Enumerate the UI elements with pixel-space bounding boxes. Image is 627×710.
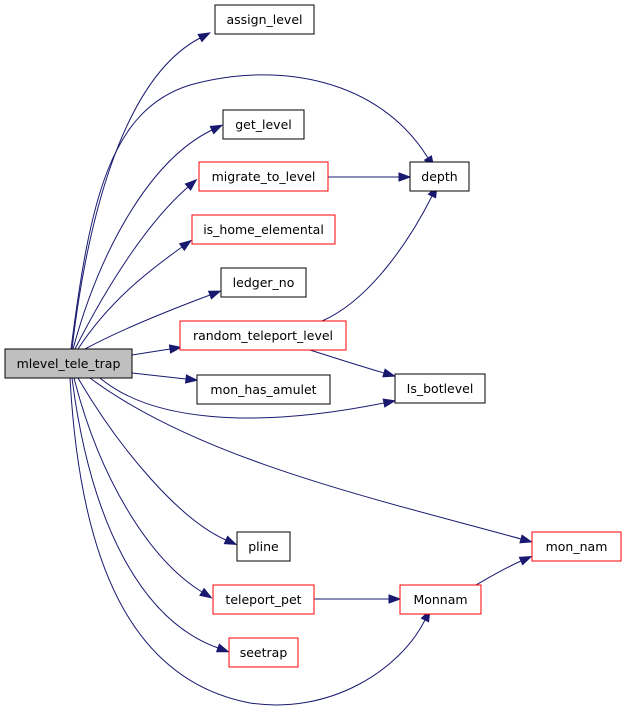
arrowhead-icon bbox=[184, 374, 199, 384]
edge-line bbox=[71, 37, 201, 350]
node-label: teleport_pet bbox=[225, 592, 301, 607]
node-box bbox=[4, 348, 133, 379]
edge-random_teleport_level-to-depth bbox=[321, 184, 438, 322]
arrowhead-icon bbox=[168, 344, 183, 354]
node-migrate_to_level[interactable]: migrate_to_level bbox=[198, 161, 329, 192]
arrowhead-icon bbox=[519, 534, 534, 544]
node-label: Is_botlevel bbox=[407, 381, 474, 396]
edge-mlevel_tele_trap-to-is_home_elemental bbox=[77, 239, 193, 350]
edge-migrate_to_level-to-depth bbox=[327, 172, 412, 182]
node-box[interactable] bbox=[399, 584, 482, 615]
node-teleport_pet[interactable]: teleport_pet bbox=[212, 584, 315, 615]
arrowhead-icon bbox=[215, 643, 230, 653]
node-label: mon_nam bbox=[546, 539, 608, 554]
node-label: depth bbox=[421, 169, 457, 184]
edge-line bbox=[84, 294, 211, 350]
node-label: migrate_to_level bbox=[212, 169, 316, 184]
edge-mlevel_tele_trap-to-ledger_no bbox=[84, 290, 222, 350]
edges-layer bbox=[69, 32, 534, 706]
arrowhead-icon bbox=[209, 124, 224, 135]
arrowhead-icon bbox=[398, 172, 412, 182]
arrowhead-icon bbox=[199, 587, 213, 599]
edge-mlevel_tele_trap-to-migrate_to_level bbox=[74, 178, 198, 350]
edge-mlevel_tele_trap-to-mon_has_amulet bbox=[131, 372, 199, 384]
node-Is_botlevel: Is_botlevel bbox=[394, 373, 486, 404]
edge-line bbox=[71, 377, 219, 649]
edge-line bbox=[70, 74, 429, 350]
arrowhead-icon bbox=[184, 178, 198, 191]
edge-mlevel_tele_trap-to-Is_botlevel bbox=[99, 377, 397, 419]
edge-line bbox=[475, 560, 522, 586]
arrowhead-icon bbox=[382, 368, 396, 378]
edge-line bbox=[131, 348, 171, 356]
edge-line bbox=[309, 349, 385, 374]
node-seetrap[interactable]: seetrap bbox=[228, 637, 299, 668]
edge-mlevel_tele_trap-to-seetrap bbox=[71, 377, 230, 653]
node-pline: pline bbox=[236, 531, 291, 562]
node-box bbox=[394, 373, 486, 404]
node-box bbox=[222, 109, 305, 140]
node-label: mon_has_amulet bbox=[210, 382, 316, 397]
node-box bbox=[409, 161, 470, 192]
node-depth: depth bbox=[409, 161, 470, 192]
node-label: mlevel_tele_trap bbox=[17, 356, 121, 371]
node-box[interactable] bbox=[198, 161, 329, 192]
edge-mlevel_tele_trap-to-assign_level bbox=[71, 32, 212, 350]
arrowhead-icon bbox=[197, 32, 212, 43]
edge-mlevel_tele_trap-to-get_level bbox=[72, 124, 224, 350]
node-mon_has_amulet: mon_has_amulet bbox=[196, 374, 331, 405]
node-box bbox=[220, 267, 307, 298]
node-get_level: get_level bbox=[222, 109, 305, 140]
node-box[interactable] bbox=[191, 214, 336, 245]
node-box[interactable] bbox=[179, 320, 347, 351]
edge-line bbox=[77, 377, 227, 541]
node-label: ledger_no bbox=[233, 275, 295, 290]
edge-line bbox=[77, 246, 183, 350]
node-assign_level: assign_level bbox=[214, 4, 315, 35]
edge-mlevel_tele_trap-to-pline bbox=[77, 377, 238, 545]
node-box[interactable] bbox=[228, 637, 299, 668]
node-box[interactable] bbox=[212, 584, 315, 615]
node-label: seetrap bbox=[240, 645, 288, 660]
edge-line bbox=[89, 377, 522, 540]
edge-random_teleport_level-to-Is_botlevel bbox=[309, 349, 396, 378]
node-label: is_home_elemental bbox=[203, 222, 324, 237]
node-mon_nam[interactable]: mon_nam bbox=[531, 531, 622, 562]
node-label: get_level bbox=[235, 117, 292, 132]
edge-mlevel_tele_trap-to-teleport_pet bbox=[73, 377, 213, 599]
node-label: pline bbox=[248, 539, 279, 554]
node-Monnam[interactable]: Monnam bbox=[399, 584, 482, 615]
node-is_home_elemental[interactable]: is_home_elemental bbox=[191, 214, 336, 245]
arrowhead-icon bbox=[382, 398, 397, 408]
node-mlevel_tele_trap: mlevel_tele_trap bbox=[4, 348, 133, 379]
node-box bbox=[214, 4, 315, 35]
node-box[interactable] bbox=[531, 531, 622, 562]
arrowhead-icon bbox=[223, 535, 238, 545]
arrowhead-icon bbox=[207, 290, 222, 300]
edge-line bbox=[69, 377, 426, 706]
edge-teleport_pet-to-Monnam bbox=[314, 594, 402, 604]
edge-line bbox=[99, 377, 385, 419]
edge-Monnam-to-mon_nam bbox=[475, 556, 533, 586]
edge-line bbox=[321, 195, 433, 322]
node-random_teleport_level[interactable]: random_teleport_level bbox=[179, 320, 347, 351]
edge-mlevel_tele_trap-to-random_teleport_level bbox=[131, 344, 183, 356]
edge-line bbox=[74, 186, 189, 350]
arrowhead-icon bbox=[518, 556, 533, 566]
arrowhead-icon bbox=[178, 239, 193, 252]
node-label: random_teleport_level bbox=[193, 328, 333, 343]
node-box bbox=[196, 374, 331, 405]
edge-line bbox=[131, 372, 187, 380]
node-box bbox=[236, 531, 291, 562]
arrowhead-icon bbox=[388, 594, 402, 604]
edge-mlevel_tele_trap-to-mon_nam bbox=[89, 377, 534, 544]
node-label: assign_level bbox=[227, 12, 303, 27]
edge-line bbox=[72, 129, 213, 350]
node-ledger_no: ledger_no bbox=[220, 267, 307, 298]
node-label: Monnam bbox=[413, 592, 467, 607]
edge-line bbox=[73, 377, 203, 593]
